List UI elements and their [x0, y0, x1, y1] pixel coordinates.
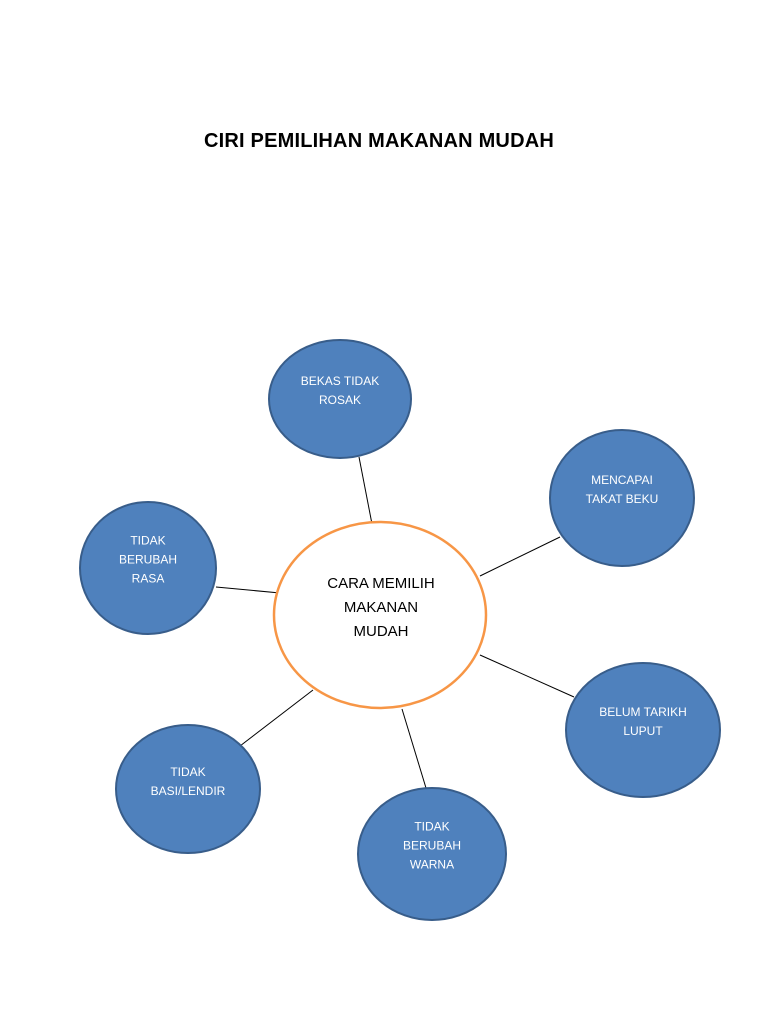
node-label-luput: BELUM TARIKH LUPUT	[599, 703, 687, 741]
page-title: CIRI PEMILIHAN MAKANAN MUDAH	[203, 130, 555, 152]
node-label-line: TIDAK	[130, 533, 166, 548]
node-label-line: WARNA	[409, 857, 455, 872]
node-tidak-basi-lendir	[115, 724, 261, 854]
node-label-line: RASA	[131, 571, 165, 586]
connector-beku	[479, 536, 561, 577]
node-mencapai-takat-beku	[549, 429, 695, 567]
node-label-line: TIDAK	[414, 819, 450, 834]
node-label-line: BELUM TARIKH	[599, 705, 687, 719]
center-label-line: MAKANAN	[343, 599, 419, 616]
node-label-line: BERUBAH	[118, 552, 178, 567]
node-label-line: TIDAK	[170, 765, 206, 779]
node-label-bekas: BEKAS TIDAK ROSAK	[301, 372, 379, 410]
node-label-line: BERUBAH	[402, 838, 462, 853]
node-label-beku: MENCAPAI TAKAT BEKU	[586, 471, 659, 509]
connector-luput	[479, 654, 575, 698]
node-label-line: BASI/LENDIR	[150, 784, 226, 798]
node-tidak-berubah-rasa	[79, 501, 217, 635]
node-label-rasa: TIDAK BERUBAH RASA	[119, 532, 177, 589]
node-label-basi: TIDAK BASI/LENDIR	[151, 763, 226, 801]
node-bekas-tidak-rosak	[268, 339, 412, 459]
node-belum-tarikh-luput	[565, 662, 721, 798]
node-label-warna: TIDAK BERUBAH WARNA	[403, 818, 461, 875]
center-label: CARA MEMILIH MAKANAN MUDAH	[327, 572, 435, 644]
node-tidak-berubah-warna	[357, 787, 507, 921]
connector-basi	[239, 689, 314, 747]
connector-bekas	[358, 456, 373, 525]
center-label-line: MUDAH	[353, 623, 409, 640]
connector-warna	[401, 708, 427, 789]
center-label-line: CARA MEMILIH	[327, 575, 435, 592]
node-label-line: ROSAK	[318, 393, 362, 407]
center-circle	[272, 520, 488, 710]
node-label-line: BEKAS TIDAK	[300, 374, 380, 388]
connector-rasa	[215, 586, 281, 594]
node-label-line: TAKAT BEKU	[585, 492, 659, 506]
node-label-line: LUPUT	[623, 724, 663, 738]
node-label-line: MENCAPAI	[591, 473, 653, 487]
